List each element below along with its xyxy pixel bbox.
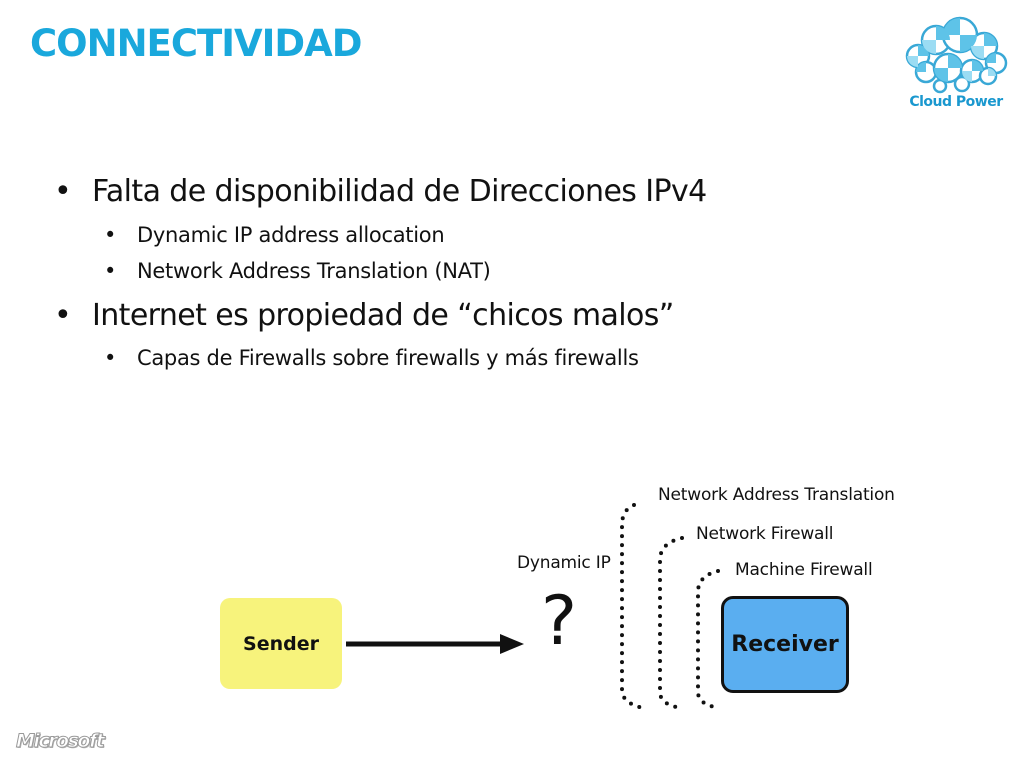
cloud-power-logo-icon [905, 16, 1008, 94]
bullet-text: Internet es propiedad de “chicos malos” [92, 298, 674, 333]
sender-to-unknown-arrow [346, 634, 524, 654]
nat-label: Network Address Translation [658, 485, 895, 505]
unknown-mark: ? [541, 582, 578, 661]
brand: Cloud Power [896, 16, 1016, 116]
machine-firewall-label: Machine Firewall [735, 560, 873, 580]
sender-box: Sender [220, 598, 342, 689]
slide-title: CONNECTIVIDAD [30, 22, 362, 65]
receiver-label: Receiver [731, 632, 839, 657]
bullet-marker: • [54, 174, 72, 209]
microsoft-logo: Microsoft [15, 730, 105, 753]
nat-layer-bracket [620, 503, 645, 710]
network-firewall-label: Network Firewall [696, 524, 834, 544]
sub-bullet-marker: • [104, 259, 117, 283]
receiver-box: Receiver [721, 596, 849, 693]
sub-bullet-marker: • [104, 346, 117, 370]
sub-bullet-marker: • [104, 223, 117, 247]
machine-firewall-bracket [696, 569, 722, 710]
sub-bullet-text: Network Address Translation (NAT) [137, 259, 491, 283]
sender-label: Sender [243, 632, 319, 655]
sub-bullet-text: Capas de Firewalls sobre firewalls y más… [137, 346, 639, 370]
sub-bullet-text: Dynamic IP address allocation [137, 223, 445, 247]
network-firewall-bracket [658, 536, 684, 710]
brand-label: Cloud Power [909, 94, 1003, 110]
bullet-marker: • [54, 298, 72, 333]
dynamic-ip-label: Dynamic IP [517, 553, 611, 573]
bullet-text: Falta de disponibilidad de Direcciones I… [92, 174, 707, 209]
